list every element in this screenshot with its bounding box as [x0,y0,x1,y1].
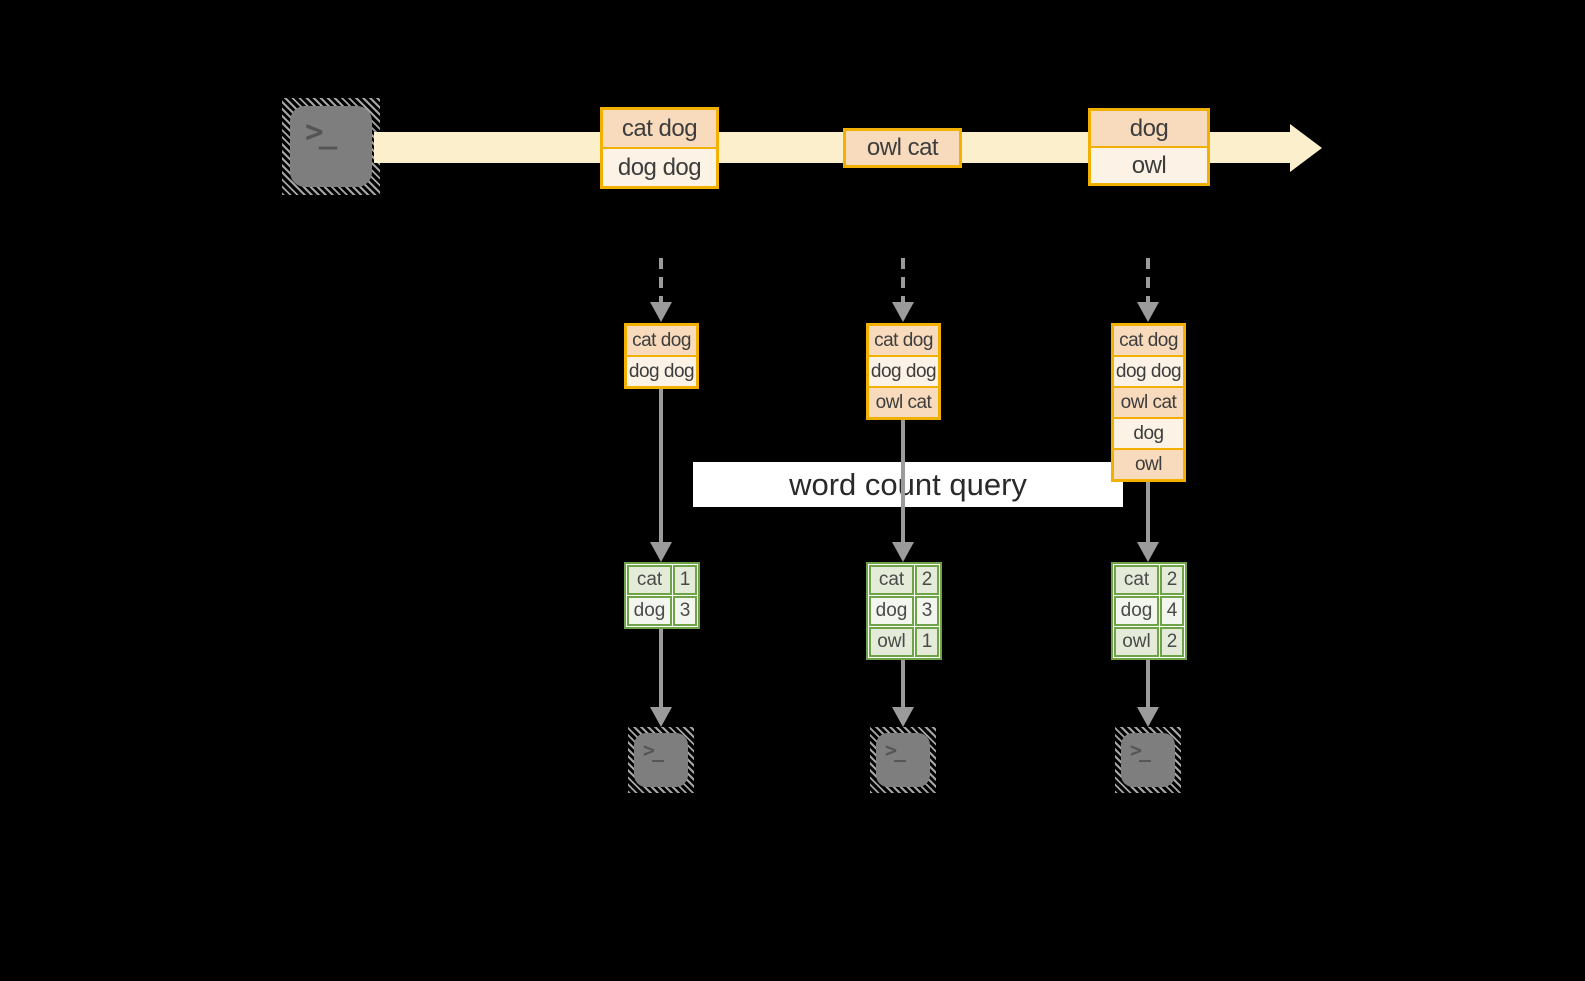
state-row: cat dog [1114,326,1183,355]
terminal-icon-body: >_ [1121,733,1175,787]
dashed-flow-arrow [1146,258,1150,302]
event-row: owl cat [846,131,959,165]
word-cell: dog [1114,596,1159,626]
event-row: dog dog [603,149,716,186]
arrowhead-icon [1137,542,1159,562]
wordcount-table-1: cat 1 dog 3 [624,562,700,629]
arrowhead-icon [1137,707,1159,727]
state-row: cat dog [869,326,938,355]
arrowhead-icon [650,302,672,322]
arrowhead-icon [650,707,672,727]
state-row: dog dog [1114,357,1183,386]
terminal-icon-body: >_ [290,106,372,187]
terminal-icon-body: >_ [634,733,688,787]
flow-arrow [659,389,663,542]
state-row: cat dog [627,326,696,355]
count-cell: 2 [915,565,939,595]
stream-event-box-2: owl cat [843,128,962,168]
wordcount-table-3: cat 2 dog 4 owl 2 [1111,562,1187,660]
event-row: cat dog [603,110,716,147]
flow-arrow [901,659,905,707]
count-cell: 3 [915,596,939,626]
arrowhead-icon [892,302,914,322]
state-row: dog [1114,419,1183,448]
count-cell: 3 [673,596,697,626]
flow-arrow [1146,659,1150,707]
dashed-flow-arrow [901,258,905,302]
stream-arrowhead [1290,124,1322,172]
state-box-2: cat dog dog dog owl cat [866,323,941,420]
arrowhead-icon [892,542,914,562]
flow-arrow [1146,482,1150,542]
terminal-icon: >_ [870,727,936,793]
count-cell: 1 [915,627,939,657]
wordcount-table-2: cat 2 dog 3 owl 1 [866,562,942,660]
word-cell: cat [869,565,914,595]
table-row: dog 4 [1114,596,1184,626]
count-cell: 2 [1160,627,1184,657]
terminal-prompt-glyph: >_ [1130,738,1151,762]
table-row: cat 2 [1114,565,1184,595]
table-row: dog 3 [627,596,697,626]
count-cell: 2 [1160,565,1184,595]
count-cell: 4 [1160,596,1184,626]
word-cell: dog [869,596,914,626]
flow-arrow [901,420,905,542]
table-row: dog 3 [869,596,939,626]
state-row: dog dog [869,357,938,386]
terminal-prompt-glyph: >_ [305,114,337,150]
event-row: dog [1091,111,1207,146]
table-row: cat 1 [627,565,697,595]
word-cell: cat [627,565,672,595]
state-row: dog dog [627,357,696,386]
word-cell: dog [627,596,672,626]
state-row: owl [1114,450,1183,479]
table-row: cat 2 [869,565,939,595]
terminal-prompt-glyph: >_ [885,738,906,762]
state-box-3: cat dog dog dog owl cat dog owl [1111,323,1186,482]
word-cell: owl [869,627,914,657]
arrowhead-icon [1137,302,1159,322]
table-row: owl 1 [869,627,939,657]
terminal-prompt-glyph: >_ [643,738,664,762]
terminal-icon: >_ [282,98,380,195]
word-cell: owl [1114,627,1159,657]
stream-event-box-1: cat dog dog dog [600,107,719,189]
event-row: owl [1091,148,1207,183]
state-row: owl cat [869,388,938,417]
flow-arrow [659,628,663,707]
terminal-icon-body: >_ [876,733,930,787]
query-band: word count query [693,462,1123,507]
arrowhead-icon [892,707,914,727]
state-row: owl cat [1114,388,1183,417]
dashed-flow-arrow [659,258,663,302]
table-row: owl 2 [1114,627,1184,657]
arrowhead-icon [650,542,672,562]
query-label: word count query [789,466,1027,502]
terminal-icon: >_ [628,727,694,793]
count-cell: 1 [673,565,697,595]
terminal-icon: >_ [1115,727,1181,793]
word-cell: cat [1114,565,1159,595]
state-box-1: cat dog dog dog [624,323,699,389]
stream-event-box-3: dog owl [1088,108,1210,186]
